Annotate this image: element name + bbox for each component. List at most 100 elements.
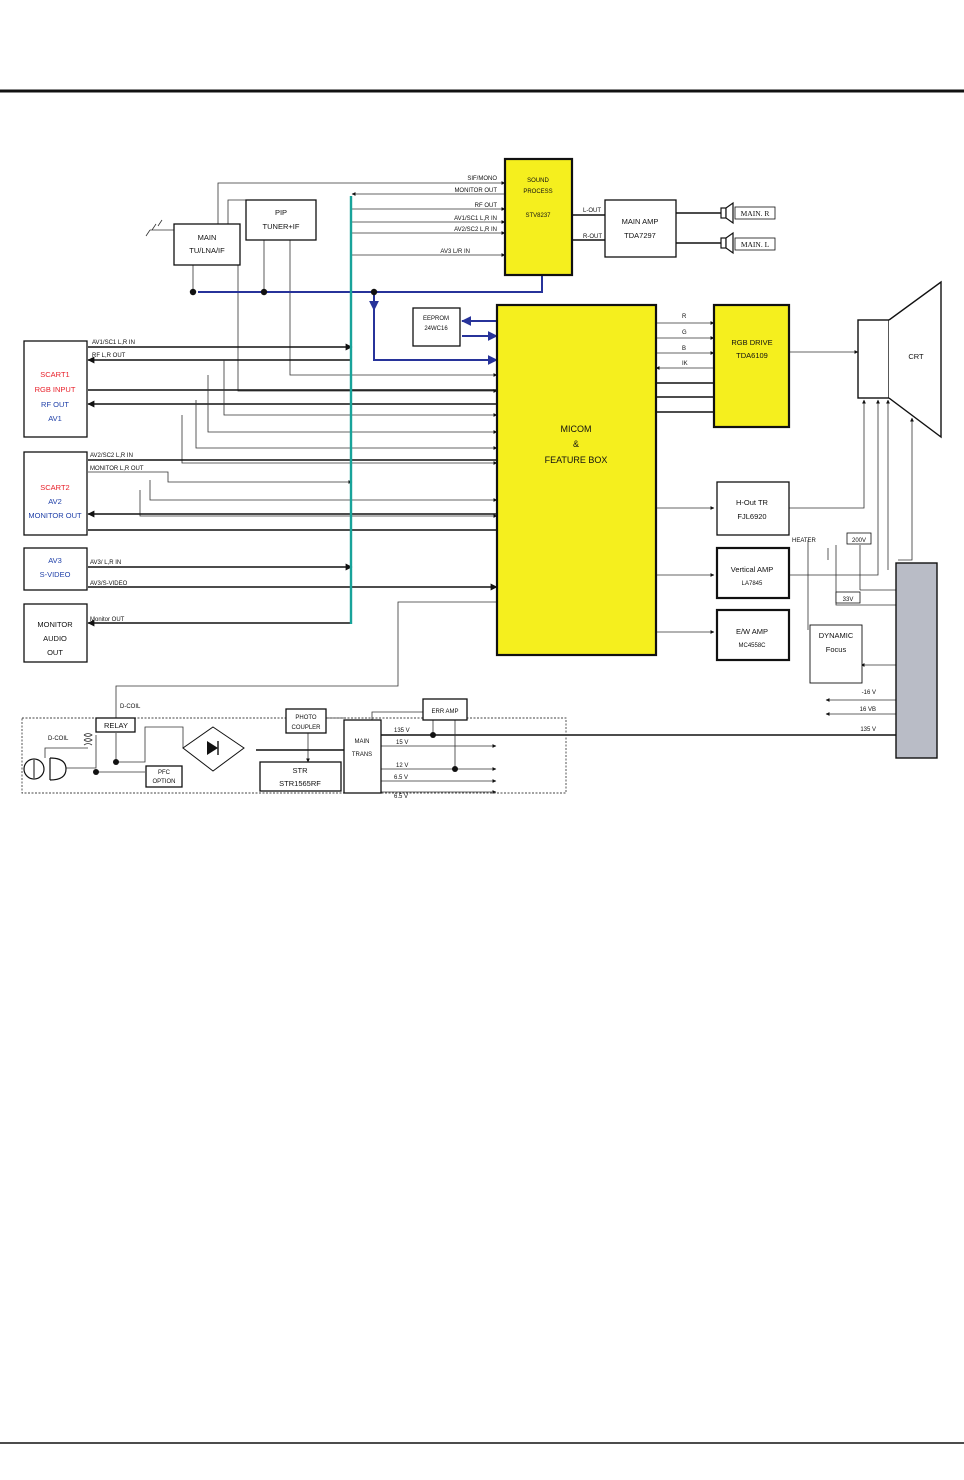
scart1-rf: RF OUT <box>41 400 69 409</box>
av3-svideo-label: AV3/S-VIDEO <box>90 581 128 587</box>
av2-sound-label: AV2/SC2 L,R IN <box>454 227 497 233</box>
micom-amp: & <box>573 439 579 449</box>
ew-amp-block: E/W AMP MC4558C <box>715 608 791 662</box>
dynamic-focus-title: DYNAMIC <box>819 631 854 640</box>
av3-svideo: S-VIDEO <box>40 570 71 579</box>
sound-process-block: SOUND PROCESS STV8237 <box>503 157 574 277</box>
main-tuner-sub: TU/LNA/IF <box>189 246 225 255</box>
micom-title: MICOM <box>561 424 592 434</box>
err-amp-label: ERR AMP <box>431 709 458 715</box>
speaker-r-label: MAIN. R <box>741 209 770 218</box>
heater-label: HEATER <box>792 538 817 544</box>
av1-sound-label: AV1/SC1 L,R IN <box>454 216 497 222</box>
photo-coupler-line2: COUPLER <box>291 725 321 731</box>
main-trans-line2: TRANS <box>352 752 372 758</box>
rf-lr-out-label: RF L,R OUT <box>92 353 126 359</box>
dynamic-focus-block: DYNAMIC Focus <box>809 624 863 684</box>
trans-out-15: 15 V <box>396 740 408 746</box>
main-amp-chip: TDA7297 <box>624 231 656 240</box>
dynamic-focus-sub: Focus <box>826 645 847 654</box>
monitor-audio-line2: AUDIO <box>43 634 67 643</box>
trans-out-12: 12 V <box>396 763 408 769</box>
rgb-drive-block: RGB DRIVE TDA6109 <box>712 303 791 429</box>
h-out-title: H-Out TR <box>736 498 769 507</box>
micom-block: MICOM & FEATURE BOX <box>495 303 658 657</box>
av1-in-label: AV1/SC1 L,R IN <box>92 340 135 346</box>
scart1-block: SCART1 RGB INPUT RF OUT AV1 <box>23 340 88 438</box>
v200-label: 200V <box>852 538 866 544</box>
main-amp-block: MAIN AMP TDA7297 <box>604 199 677 258</box>
err-amp-block: ERR AMP <box>422 698 468 721</box>
eeprom-block: EEPROM 24WC16 <box>412 307 461 347</box>
monitor-out-label: MONITOR OUT <box>454 188 497 194</box>
pip-tuner-title: PIP <box>275 208 287 217</box>
main-amp-title: MAIN AMP <box>622 217 659 226</box>
speaker-l-label: MAIN. L <box>741 240 770 249</box>
str-chip: STR1565RF <box>279 779 321 788</box>
g-label: G <box>682 330 687 336</box>
rgb-drive-title: RGB DRIVE <box>731 338 772 347</box>
monitor-audio-line1: MONITOR <box>37 620 73 629</box>
vertical-amp-block: Vertical AMP LA7845 <box>715 546 791 600</box>
photo-coupler-block: PHOTO COUPLER <box>285 708 327 734</box>
pip-tuner-sub: TUNER+IF <box>263 222 300 231</box>
monitor-audio-block: MONITOR AUDIO OUT <box>23 603 88 663</box>
photo-coupler-line1: PHOTO <box>295 715 317 721</box>
str-title: STR <box>293 766 309 775</box>
ac-plug-icon <box>23 757 67 781</box>
scart1-rgb: RGB INPUT <box>35 385 76 394</box>
vertical-amp-chip: LA7845 <box>742 581 763 587</box>
coil-icon <box>83 733 93 746</box>
av2-in-label: AV2/SC2 L,R IN <box>90 453 133 459</box>
main-trans-line1: MAIN <box>355 739 370 745</box>
av3-in-label: AV3/ L,R IN <box>90 560 121 566</box>
pfc-title: PFC <box>158 770 171 776</box>
wires <box>44 181 914 794</box>
monitor-audio-line3: OUT <box>47 648 63 657</box>
ew-amp-chip: MC4558C <box>738 643 766 649</box>
relay-block: RELAY <box>95 717 136 733</box>
av3-sound-label: AV3 L/R IN <box>440 249 470 255</box>
r-label: R <box>682 314 687 320</box>
sif-mono-label: SIF/MONO <box>467 176 497 182</box>
pip-tuner-block: PIP TUNER+IF <box>245 199 317 241</box>
str-block: STR STR1565RF <box>259 761 342 792</box>
trans-out-135: 135 V <box>394 728 410 734</box>
speaker-l-icon <box>720 231 734 255</box>
pfc-block: PFC OPTION <box>145 765 183 788</box>
trans-out-65b: 6.5 V <box>394 794 408 800</box>
monitor-lr-out-label: MONITOR L,R OUT <box>90 466 144 472</box>
av3-title: AV3 <box>48 556 62 565</box>
rail-135-label: 135 V <box>860 727 876 733</box>
pfc-sub: OPTION <box>152 779 175 785</box>
scart2-av2: AV2 <box>48 497 62 506</box>
d-coil-label-left: D-COIL <box>48 736 69 742</box>
main-tuner-block: MAIN TU/LNA/IF <box>173 223 241 266</box>
scart1-av1: AV1 <box>48 414 62 423</box>
trans-out-65a: 6.5 V <box>394 775 408 781</box>
flyback-block <box>895 562 938 759</box>
junction-dots <box>93 288 458 775</box>
micom-sub: FEATURE BOX <box>545 455 608 465</box>
h-out-chip: FJL6920 <box>737 512 766 521</box>
rail-neg16-label: -16 V <box>862 690 876 696</box>
d-coil-label-top: D-COIL <box>120 704 141 710</box>
av3-block: AV3 S-VIDEO <box>23 547 88 591</box>
monitor-out-sig-label: Monitor OUT <box>90 617 125 623</box>
v33-label: 33V <box>843 597 854 603</box>
bridge-rectifier-icon <box>182 726 245 772</box>
sound-process-chip: STV8237 <box>525 213 551 219</box>
scart1-title: SCART1 <box>40 370 69 379</box>
ik-label: IK <box>682 361 688 367</box>
relay-label: RELAY <box>104 721 128 730</box>
rail-16vb-label: 16 VB <box>860 707 876 713</box>
eeprom-title: EEPROM <box>423 316 449 322</box>
sound-process-line1: SOUND <box>527 178 549 184</box>
b-label: B <box>682 346 686 352</box>
crt-label: CRT <box>908 352 924 361</box>
crt-icon: CRT <box>857 280 942 439</box>
vertical-amp-title: Vertical AMP <box>731 565 774 574</box>
main-tuner-title: MAIN <box>198 233 217 242</box>
sound-process-line2: PROCESS <box>523 189 552 195</box>
